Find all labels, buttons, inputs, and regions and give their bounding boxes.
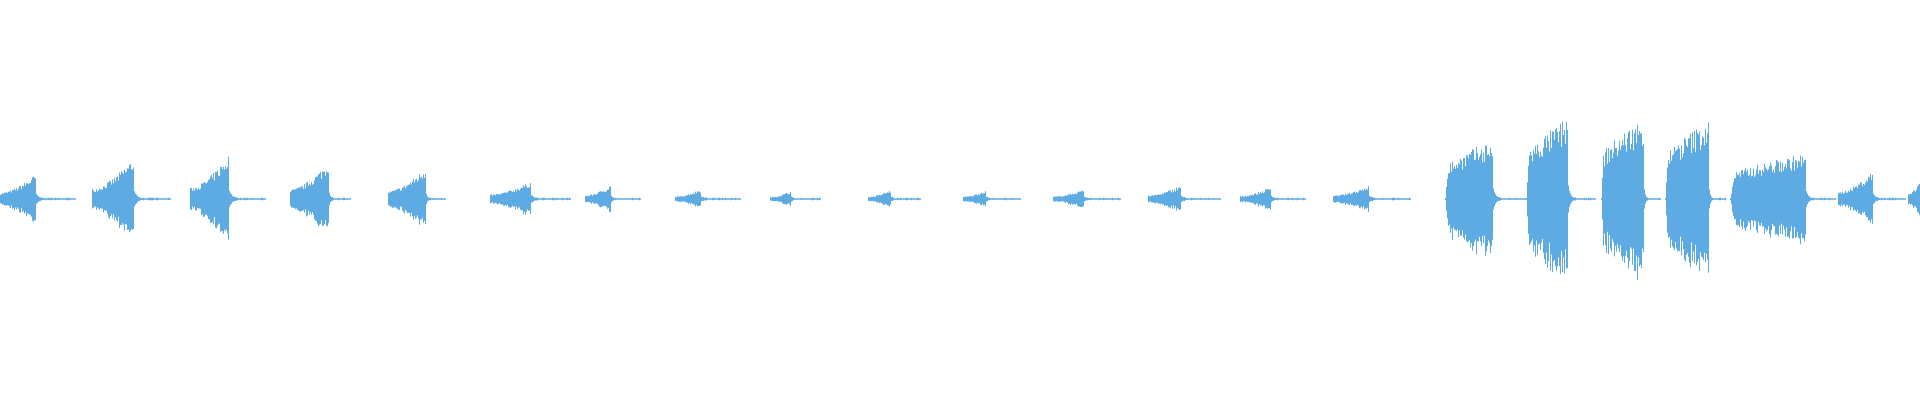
waveform-segment (1908, 183, 1920, 215)
waveform-segment (290, 171, 351, 227)
waveform-segment (1148, 187, 1221, 211)
waveform-segment (585, 186, 641, 213)
waveform-segment (1838, 173, 1906, 224)
waveform-segment (388, 173, 446, 225)
waveform-segment (1665, 122, 1726, 273)
waveform-segment (0, 176, 76, 222)
waveform-segment (868, 191, 921, 207)
waveform-segment (1240, 189, 1306, 210)
waveform-segment (1601, 124, 1661, 281)
waveform-segment (190, 156, 266, 240)
waveform-segment (1730, 155, 1836, 245)
waveform-segment (770, 191, 821, 206)
waveform-segment (963, 191, 1021, 207)
waveform-segment (490, 183, 571, 215)
waveform-segment (1526, 121, 1596, 275)
waveform-segment (675, 191, 741, 207)
waveform-segment (1445, 145, 1526, 256)
waveform-segment (1053, 190, 1121, 208)
waveform-segment (92, 164, 171, 233)
waveform-segment (1333, 186, 1411, 212)
